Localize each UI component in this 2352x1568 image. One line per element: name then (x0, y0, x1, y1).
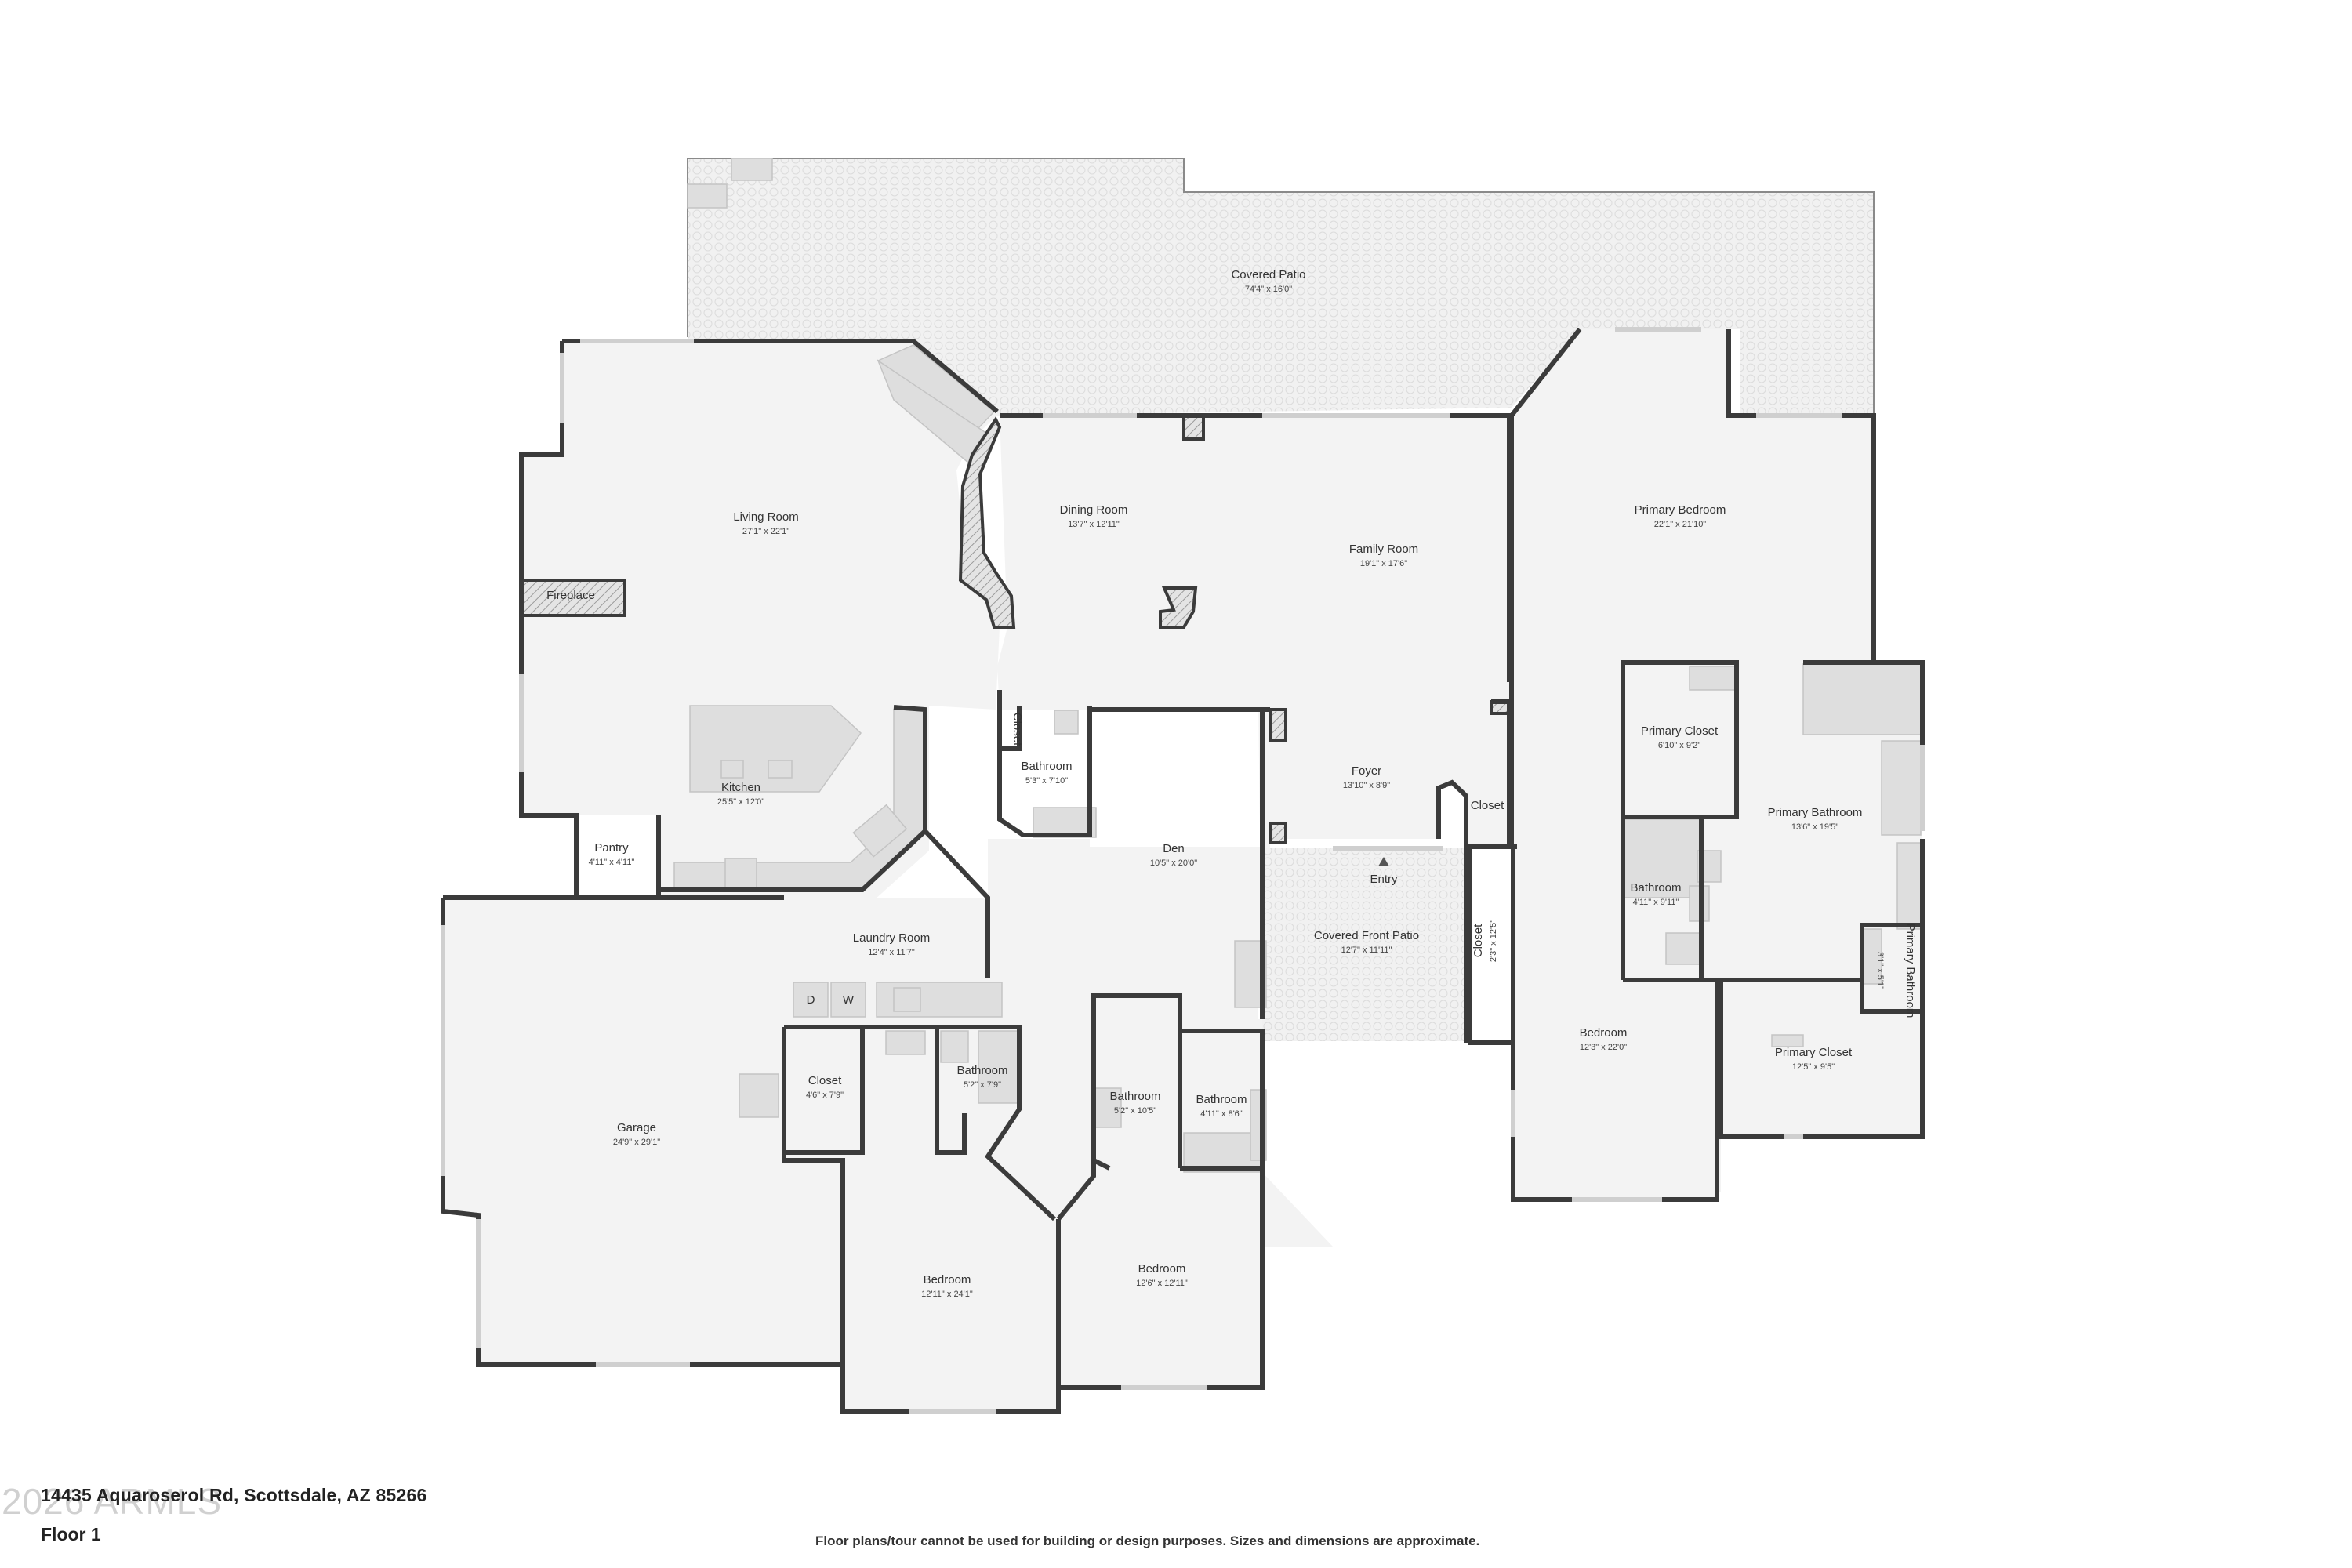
primary-bedroom-dims: 22'1" x 21'10" (1654, 520, 1707, 529)
garage-dims: 24'9" x 29'1" (613, 1138, 660, 1147)
dining-family-block (997, 416, 1525, 847)
bathroom-fixtures (739, 663, 1922, 1173)
closet-foyer-name: Closet (1471, 799, 1504, 812)
primary-closet-a-name: Primary Closet (1641, 724, 1719, 738)
room-labels: Covered Patio 74'4" x 16'0" Living Room … (546, 268, 1917, 1299)
den-name: Den (1163, 842, 1185, 855)
covered-front-patio-name: Covered Front Patio (1314, 929, 1419, 942)
covered-patio-dims: 74'4" x 16'0" (1245, 285, 1292, 294)
closet-narrow-dims: 2'3" x 12'5" (1489, 920, 1498, 962)
bedroom-s-dims: 12'6" x 12'11" (1136, 1279, 1188, 1288)
kitchen-island (689, 705, 862, 793)
closet-laundry-name: Closet (808, 1074, 842, 1087)
bedroom-s-name: Bedroom (1138, 1262, 1186, 1276)
primary-closet-b-name: Primary Closet (1775, 1046, 1853, 1059)
bathroom-den-a-dims: 5'2" x 10'5" (1114, 1106, 1156, 1116)
bathroom-laundry-dims: 5'2" x 7'9" (964, 1080, 1001, 1090)
closet-hall-name: Closet (1011, 713, 1024, 746)
property-address: 14435 Aquaroserol Rd, Scottsdale, AZ 852… (41, 1485, 427, 1505)
covered-patio-name: Covered Patio (1231, 268, 1305, 281)
bathroom-hall-name: Bathroom (1021, 760, 1072, 773)
garage-block (443, 898, 843, 1364)
entry-name: Entry (1370, 873, 1398, 886)
walls (441, 328, 1925, 1414)
primary-closet-b-dims: 12'5" x 9'5" (1792, 1062, 1835, 1072)
primary-bathroom-name: Primary Bathroom (1768, 806, 1863, 819)
laundry-room-name: Laundry Room (853, 931, 930, 945)
entry-arrow-icon (1378, 857, 1389, 866)
family-room-name: Family Room (1349, 543, 1418, 556)
covered-front-patio-dims: 12'7" x 11'11" (1341, 946, 1392, 955)
covered-front-patio-area (1262, 848, 1466, 1041)
bathroom-ensuite-name: Bathroom (1630, 881, 1681, 895)
disclaimer-text: Floor plans/tour cannot be used for buil… (815, 1534, 1480, 1548)
bathroom-den-a-name: Bathroom (1109, 1090, 1160, 1103)
pantry-name: Pantry (594, 841, 629, 855)
living-room-name: Living Room (733, 510, 798, 524)
fireplace-name: Fireplace (546, 589, 595, 602)
patio-grill (687, 158, 773, 209)
south-wing-block (784, 710, 1333, 1411)
bathroom-hall-dims: 5'3" x 7'10" (1025, 776, 1068, 786)
garage-name: Garage (617, 1121, 656, 1134)
living-kitchen-block (521, 341, 1011, 900)
bedroom-sw-dims: 12'11" x 24'1" (921, 1290, 973, 1299)
living-room-dims: 27'1" x 22'1" (742, 527, 789, 536)
primary-bathroom-small-name: Primary Bathroom (1904, 924, 1917, 1018)
bathroom-laundry-name: Bathroom (956, 1064, 1007, 1077)
bathroom-den-b-dims: 4'11" x 8'6" (1200, 1109, 1242, 1119)
laundry-room-dims: 12'4" x 11'7" (868, 948, 915, 957)
pantry-dims: 4'11" x 4'11" (589, 858, 635, 867)
primary-bathroom-dims: 13'6" x 19'5" (1791, 822, 1838, 832)
laundry-appliances (793, 982, 1003, 1018)
bathroom-den-b-name: Bathroom (1196, 1093, 1247, 1106)
kitchen-name: Kitchen (721, 781, 760, 794)
dryer-label: D (807, 993, 815, 1007)
living-counter (877, 344, 996, 464)
closet-narrow-name: Closet (1472, 924, 1485, 957)
foyer-name: Foyer (1352, 764, 1381, 778)
foyer-dims: 13'10" x 8'9" (1343, 781, 1390, 790)
closet-laundry-dims: 4'6" x 7'9" (806, 1091, 844, 1100)
den-dims: 10'5" x 20'0" (1150, 858, 1197, 868)
washer-label: W (843, 993, 855, 1007)
bedroom-east-dims: 12'3" x 22'0" (1580, 1043, 1627, 1052)
watermark-text: 2026 ARMLS (2, 1481, 223, 1522)
floor-label: Floor 1 (41, 1524, 101, 1544)
bedroom-east-name: Bedroom (1580, 1026, 1628, 1040)
primary-bedroom-name: Primary Bedroom (1635, 503, 1726, 517)
family-room-dims: 19'1" x 17'6" (1360, 559, 1407, 568)
primary-closet-a-dims: 6'10" x 9'2" (1658, 741, 1700, 750)
bedroom-sw-name: Bedroom (924, 1273, 971, 1287)
dining-room-name: Dining Room (1060, 503, 1128, 517)
kitchen-dims: 25'5" x 12'0" (717, 797, 764, 807)
bathroom-ensuite-dims: 4'11" x 9'11" (1633, 898, 1679, 907)
dining-room-dims: 13'7" x 12'11" (1068, 520, 1120, 529)
windows (441, 327, 1925, 1414)
primary-bathroom-small-dims: 3'1" x 5'1" (1875, 952, 1885, 989)
